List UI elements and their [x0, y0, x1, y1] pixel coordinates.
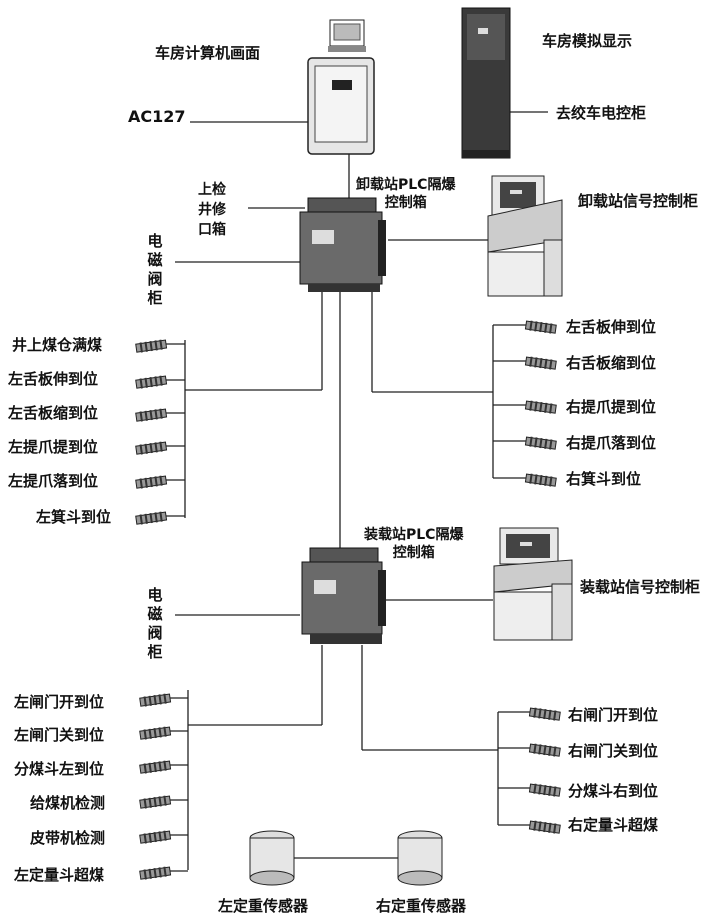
unload-signal-cabinet	[488, 176, 562, 296]
proximity-sensor-icon	[136, 511, 167, 525]
sensor-label: 左提爪提到位	[8, 438, 98, 456]
sensor-label: 给煤机检测	[30, 794, 105, 812]
proximity-sensor-icon	[140, 693, 171, 707]
unload-valve-cabinet-label: 电磁阀柜	[146, 232, 164, 308]
sensor-label: 右闸门开到位	[568, 706, 658, 724]
proximity-sensor-icon	[525, 320, 556, 334]
unload-plc-box	[300, 198, 386, 292]
sensor-label: 分煤斗右到位	[568, 782, 658, 800]
computer-screen-label: 车房计算机画面	[155, 44, 260, 62]
proximity-sensor-icon	[529, 783, 560, 797]
proximity-sensor-icon	[136, 475, 167, 489]
weight-sensor-right-icon	[398, 831, 442, 885]
sensor-label: 左提爪落到位	[8, 472, 98, 490]
proximity-sensor-icon	[136, 441, 167, 455]
winch-sim-cabinet	[462, 8, 510, 158]
left-weight-sensor-label: 左定重传感器	[218, 897, 308, 915]
winch-room-computer	[308, 20, 374, 154]
proximity-sensor-icon	[140, 726, 171, 740]
proximity-sensor-icon	[525, 400, 556, 414]
proximity-sensor-icon	[529, 820, 560, 834]
sensor-label: 皮带机检测	[30, 829, 105, 847]
right-weight-sensor-label: 右定重传感器	[376, 897, 466, 915]
sensor-label: 右提爪提到位	[566, 398, 656, 416]
sensor-label: 右舌板缩到位	[566, 354, 656, 372]
load-valve-cabinet-label: 电磁阀柜	[146, 586, 164, 662]
sensor-label: 右提爪落到位	[566, 434, 656, 452]
sensor-label: 左闸门开到位	[14, 693, 104, 711]
proximity-sensor-icon	[525, 473, 556, 487]
repair-box-label: 上检 井修 口箱	[198, 180, 226, 240]
proximity-sensor-icon	[529, 707, 560, 721]
proximity-sensor-icon	[529, 743, 560, 757]
sensor-label: 右箕斗到位	[566, 470, 641, 488]
load-signal-label: 装载站信号控制柜	[580, 578, 700, 596]
sensor-label: 右闸门关到位	[568, 742, 658, 760]
ac127-label: AC127	[128, 108, 186, 126]
proximity-sensor-icon	[136, 408, 167, 422]
unload-plc-label: 卸载站PLC隔爆 控制箱	[356, 176, 455, 212]
proximity-sensor-icon	[136, 375, 167, 389]
load-plc-box	[302, 548, 386, 644]
sensor-label: 左闸门关到位	[14, 726, 104, 744]
proximity-sensor-icon	[140, 866, 171, 880]
proximity-sensor-icon	[140, 795, 171, 809]
proximity-sensor-icon	[140, 830, 171, 844]
weight-sensor-left-icon	[250, 831, 294, 885]
sensor-label: 左舌板伸到位	[8, 370, 98, 388]
load-plc-label: 装载站PLC隔爆 控制箱	[364, 526, 463, 562]
proximity-sensor-icon	[525, 356, 556, 370]
proximity-sensor-icon	[525, 436, 556, 450]
sensor-label: 井上煤仓满煤	[12, 336, 102, 354]
sensor-label: 左舌板伸到位	[566, 318, 656, 336]
proximity-sensor-icon	[140, 760, 171, 774]
winch-cabinet-label: 去绞车电控柜	[556, 104, 646, 122]
winch-sim-label: 车房模拟显示	[542, 32, 632, 50]
unload-signal-label: 卸载站信号控制柜	[578, 192, 698, 210]
sensor-label: 左定量斗超煤	[14, 866, 104, 884]
proximity-sensor-icon	[136, 339, 167, 353]
sensor-label: 左箕斗到位	[36, 508, 111, 526]
sensor-label: 左舌板缩到位	[8, 404, 98, 422]
sensor-label: 分煤斗左到位	[14, 760, 104, 778]
load-signal-cabinet	[494, 528, 572, 640]
sensor-label: 右定量斗超煤	[568, 816, 658, 834]
